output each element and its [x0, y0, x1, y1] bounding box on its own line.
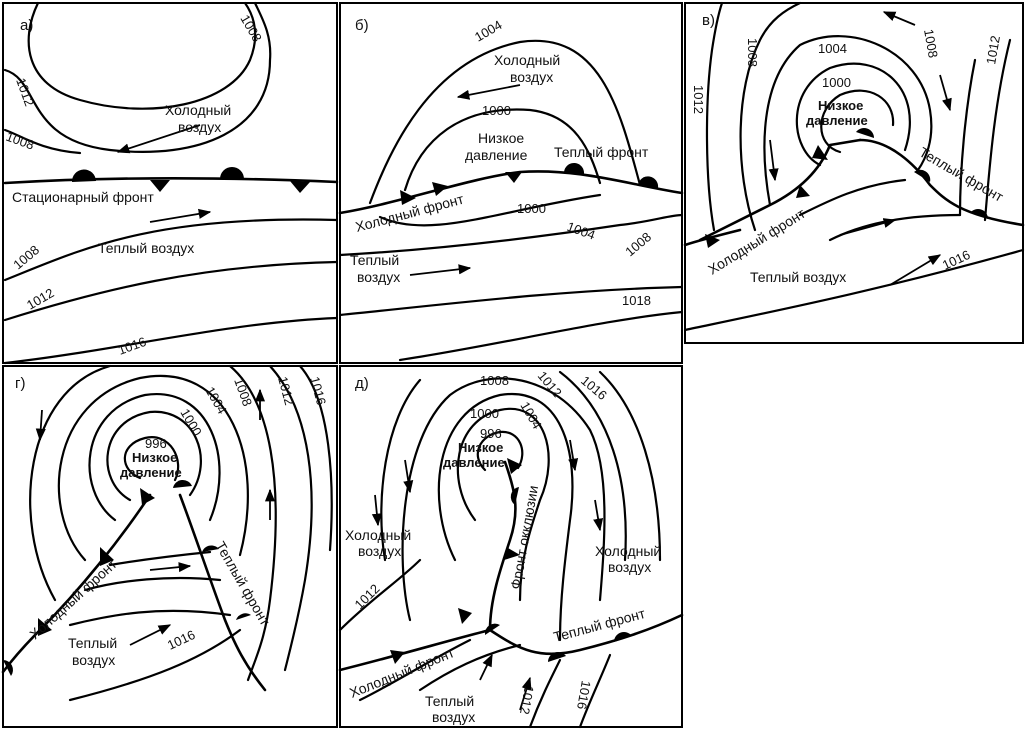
- isobar-label: 1000: [482, 103, 511, 118]
- isobar-label: 1012: [13, 76, 37, 108]
- cold-air-label: Холодный: [494, 52, 560, 68]
- isobar-label: 1016: [165, 627, 198, 653]
- isobar-label: 1008: [4, 129, 36, 153]
- panel-g: г) 996 1000 1004 1008 1012 1016 1016: [1, 364, 338, 728]
- low-pressure-label: давление: [806, 113, 868, 128]
- panel-v-letter: в): [702, 12, 715, 29]
- warm-air-label: Теплый воздух: [98, 240, 194, 256]
- isobar-label: 1008: [231, 376, 255, 408]
- isobar-label: 1004: [472, 17, 505, 44]
- low-pressure-label: Низкое: [818, 98, 863, 113]
- panel-a: а) 1008 1012 1008 1008 1012 1016 Холодны…: [2, 1, 339, 365]
- isobar-label: 1012: [275, 375, 297, 407]
- isobar-label: 1000: [822, 75, 851, 90]
- isobar-label: 1012: [983, 34, 1003, 65]
- warm-air-label: Теплый воздух: [750, 269, 846, 285]
- isobar-label: 1000: [470, 406, 499, 421]
- warm-air-label: воздух: [72, 652, 115, 668]
- isobar-label: 1018: [622, 293, 651, 308]
- isobar-label: 1004: [818, 41, 847, 56]
- cold-air-label: воздух: [358, 543, 401, 559]
- panel-b-letter: б): [355, 17, 369, 34]
- isobar-label: 996: [145, 436, 167, 451]
- cold-front-label: Холодный фронт: [705, 205, 808, 278]
- low-pressure-label: Низкое: [458, 440, 503, 455]
- low-pressure-label: Низкое: [478, 130, 524, 146]
- panel-g-letter: г): [15, 375, 25, 392]
- low-pressure-label: давление: [465, 147, 528, 163]
- panel-b: б) 1004 1000 1000 1004 1008 1018 Холодны…: [338, 2, 684, 364]
- warm-air-label: Теплый: [350, 252, 399, 268]
- low-pressure-label: давление: [120, 465, 182, 480]
- isobar-label: 1004: [565, 219, 597, 243]
- panel-v: в) 1008 1004 1000 1012 1008 1012 1016 Ни…: [683, 1, 1025, 344]
- isobar-label: 1016: [307, 375, 329, 407]
- isobar-label: 1016: [574, 679, 594, 710]
- cold-air-label: воздух: [510, 69, 553, 85]
- stationary-front-label: Стационарный фронт: [12, 189, 154, 205]
- warm-air-label: Теплый: [425, 693, 474, 709]
- low-pressure-label: Низкое: [132, 450, 177, 465]
- low-pressure-label: давление: [443, 455, 505, 470]
- isobar-label: 1012: [517, 684, 537, 715]
- panel-d-letter: д): [355, 375, 369, 392]
- isobar-label: 1012: [691, 85, 706, 114]
- isobar-label: 1008: [480, 373, 509, 388]
- warm-air-label: воздух: [432, 709, 475, 725]
- isobar-label: 1000: [177, 406, 204, 439]
- cold-air-label: Холодный: [345, 527, 411, 543]
- warm-air-label: Теплый: [68, 635, 117, 651]
- warm-front-label: Теплый фронт: [552, 605, 648, 645]
- isobar-label: 1000: [517, 201, 546, 216]
- isobar-label: 1008: [921, 28, 941, 59]
- cold-air-label: воздух: [608, 559, 651, 575]
- cold-air-label: воздух: [178, 119, 221, 135]
- cold-air-label: Холодный: [165, 102, 231, 118]
- warm-air-label: воздух: [357, 269, 400, 285]
- isobar-label: 996: [480, 426, 502, 441]
- cold-air-label: Холодный: [595, 543, 661, 559]
- isobar-label: 1008: [622, 229, 654, 259]
- warm-front-label: Теплый фронт: [554, 144, 649, 160]
- isobar-label: 1016: [116, 334, 148, 358]
- isobar-label: 1008: [745, 38, 760, 67]
- panel-d: д) 1008 1012 1016 1000: [338, 365, 684, 729]
